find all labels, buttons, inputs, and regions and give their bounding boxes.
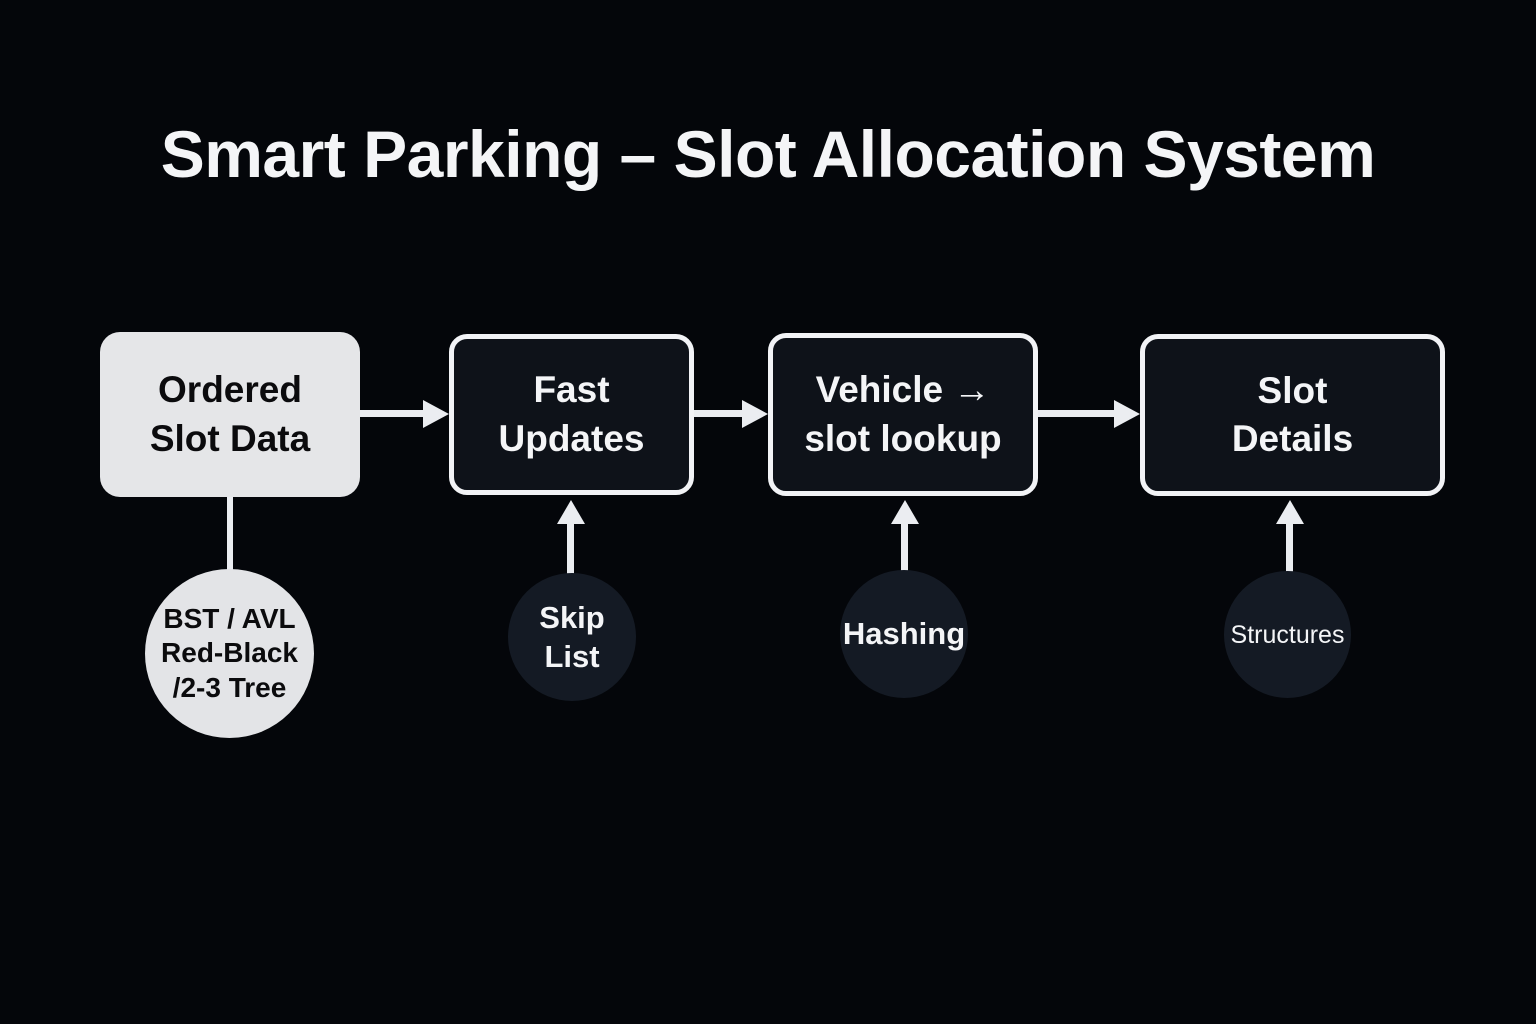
arrowhead-right-icon (423, 400, 449, 428)
sub-node-label-line: Red-Black (161, 637, 298, 669)
flow-node-ordered-slot-data: Ordered Slot Data (100, 332, 360, 497)
node-label-line: Fast (533, 369, 610, 411)
arrowhead-up-icon (1276, 500, 1304, 524)
sub-node-hashing: Hashing (840, 570, 968, 698)
arrow-shaft (567, 523, 574, 574)
sub-node-label-line: Skip (539, 599, 605, 635)
arrow-shaft (901, 523, 908, 573)
node-label-line: slot lookup (804, 417, 1002, 459)
sub-node-tree-structures: BST / AVL Red-Black /2-3 Tree (145, 569, 314, 738)
diagram-title: Smart Parking – Slot Allocation System (160, 117, 1376, 191)
sub-node-label-line: Structures (1230, 620, 1345, 649)
node-label-line: Vehicle → (815, 369, 991, 411)
node-label-line: Updates (498, 417, 645, 459)
sub-node-label: Structures (1231, 620, 1345, 650)
node-label-line: Slot (1257, 369, 1328, 411)
plain-line-connector (227, 497, 233, 571)
arrowhead-right-icon (1114, 400, 1140, 428)
sub-node-label: Skip List (539, 598, 604, 676)
flow-node-slot-details: Slot Details (1140, 334, 1445, 496)
arrow-shaft (1286, 523, 1293, 573)
node-label-line: Details (1231, 418, 1354, 459)
sub-node-label: BST / AVL Red-Black /2-3 Tree (161, 602, 298, 704)
flow-node-vehicle-slot-lookup: Vehicle → slot lookup (768, 333, 1038, 496)
arrow-shaft (694, 410, 742, 417)
node-label: Vehicle → slot lookup (804, 366, 1001, 462)
arrowhead-up-icon (891, 500, 919, 524)
sub-node-label-line: BST / AVL (163, 603, 296, 635)
sub-node-structures: Structures (1224, 571, 1351, 698)
node-label-line: Ordered (158, 369, 302, 411)
node-label: Ordered Slot Data (150, 366, 310, 462)
sub-node-label-line: List (544, 639, 600, 674)
sub-node-skip-list: Skip List (508, 573, 636, 701)
node-label: Fast Updates (499, 366, 645, 462)
arrowhead-up-icon (557, 500, 585, 524)
arrowhead-right-icon (742, 400, 768, 428)
node-label-line: Slot Data (149, 417, 311, 459)
arrow-shaft (360, 410, 423, 417)
sub-node-label-line: /2-3 Tree (172, 671, 287, 703)
node-label: Slot Details (1232, 367, 1353, 463)
arrow-shaft (1038, 410, 1114, 417)
sub-node-label-line: Hashing (842, 616, 966, 652)
sub-node-label: Hashing (843, 615, 965, 652)
flow-node-fast-updates: Fast Updates (449, 334, 694, 495)
